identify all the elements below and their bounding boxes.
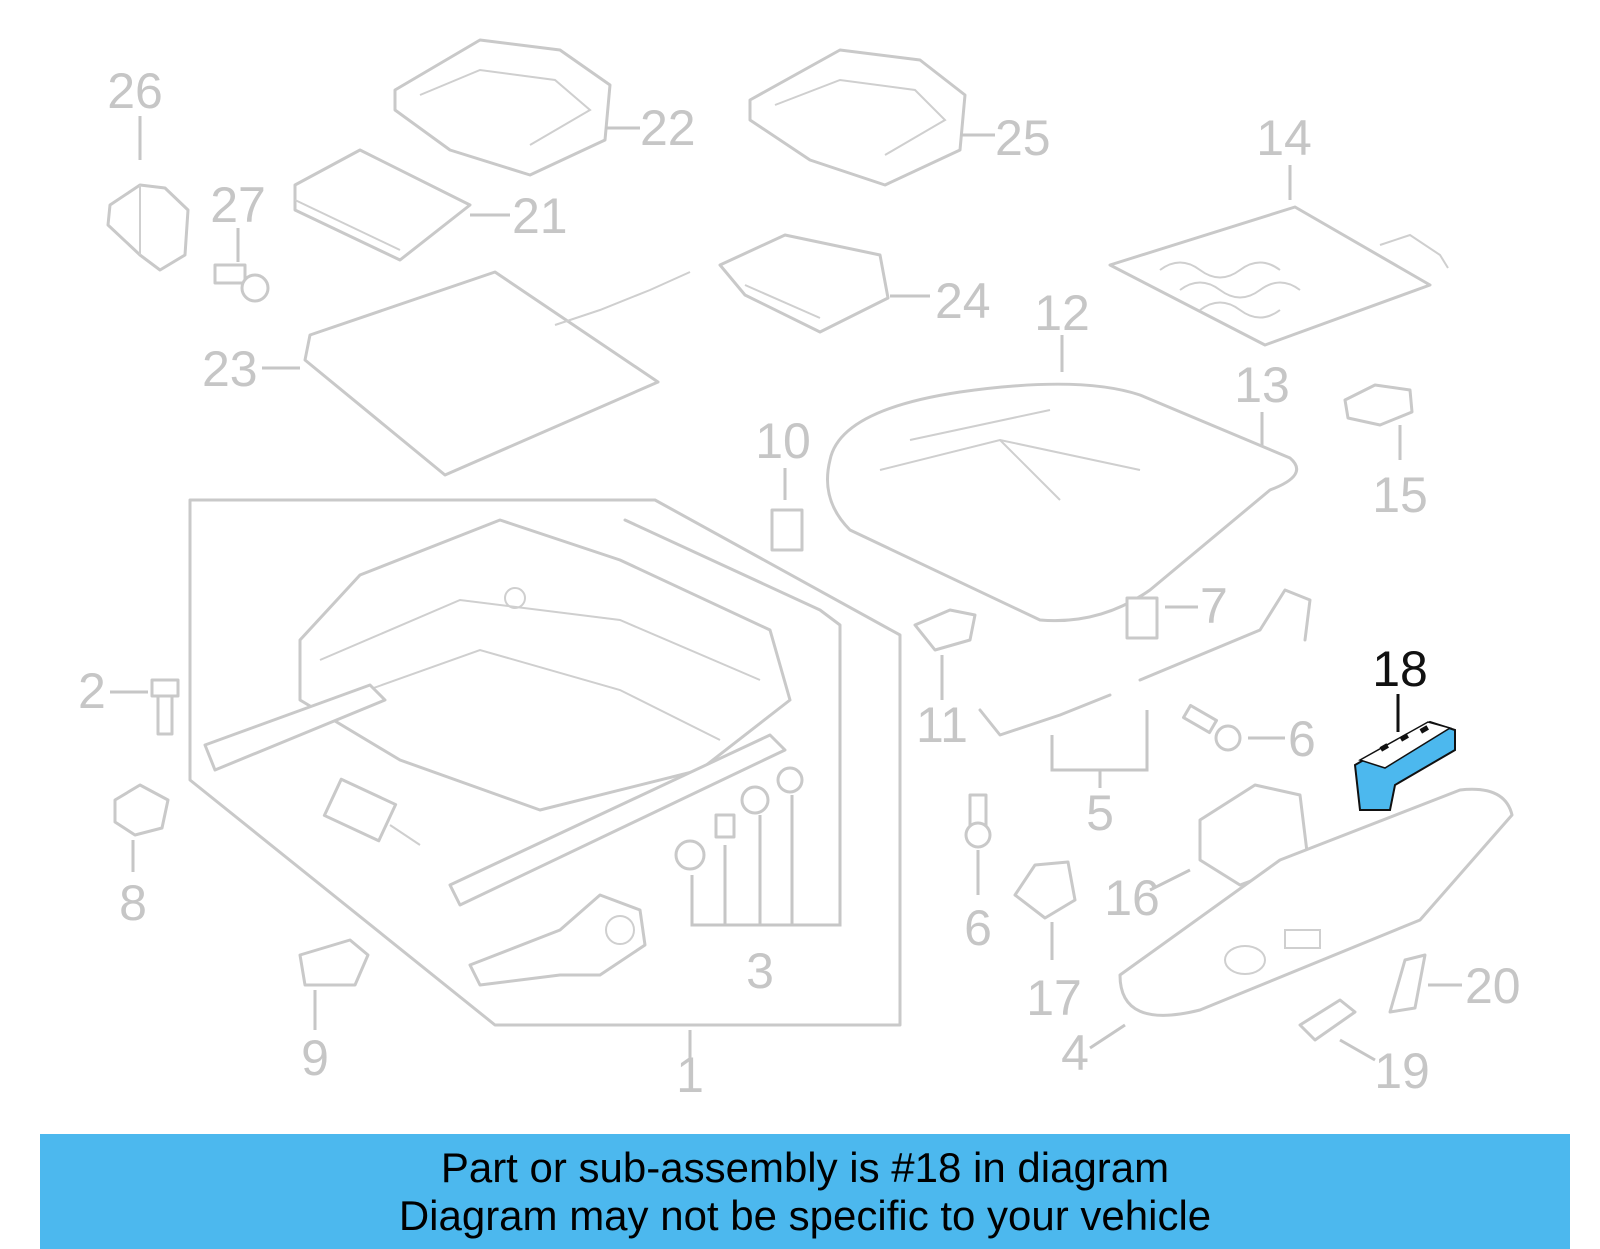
part-17-switch [1013,860,1077,960]
callout-1: 1 [676,1047,704,1103]
part-8-clip [113,783,170,872]
banner-part-reference: Part or sub-assembly is #18 in diagram [440,1144,1170,1191]
callout-6-right: 6 [1288,711,1316,767]
callout-5: 5 [1086,785,1114,841]
part-22-frame [393,38,640,177]
banner-disclaimer: Diagram may not be specific to your vehi… [398,1192,1212,1239]
callout-14: 14 [1256,110,1312,166]
part-9-cover [298,938,370,1030]
callout-9: 9 [301,1030,329,1086]
part-6-screw-lower [964,793,992,895]
part-6-screw-right [1182,703,1285,752]
callout-15: 15 [1372,467,1428,523]
callout-23: 23 [202,341,258,397]
callout-7: 7 [1200,578,1228,634]
part-1-seat-frame-assembly [188,498,902,1060]
callout-24: 24 [935,273,991,329]
callout-4: 4 [1061,1025,1089,1081]
part-11-cover [913,608,977,700]
part-5-rods [978,588,1312,788]
callout-2: 2 [78,663,106,719]
part-12-cushion [826,335,1299,623]
part-26-bracket [106,116,190,272]
callout-13: 13 [1234,357,1290,413]
part-15-connector [1343,383,1414,460]
callout-11: 11 [916,697,968,753]
callout-8: 8 [119,875,147,931]
part-24-module [718,233,930,334]
callout-18: 18 [1372,641,1428,697]
part-4-side-shield [1089,787,1514,1050]
callout-27: 27 [210,177,266,233]
callout-17: 17 [1026,970,1082,1026]
part-27-screw [213,228,270,303]
part-2-bolt [110,678,180,736]
info-banner: Part or sub-assembly is #18 in diagram D… [40,1134,1570,1249]
callout-6-lower: 6 [964,900,992,956]
callout-26: 26 [107,63,163,119]
callout-3: 3 [746,943,774,999]
part-10-clip [770,468,804,552]
callout-20: 20 [1465,958,1521,1014]
part-20-knob [1388,953,1462,1014]
callout-21: 21 [512,188,568,244]
part-14-heater [1108,165,1449,347]
part-21-module [293,148,510,262]
callout-25: 25 [995,110,1051,166]
callout-12: 12 [1034,285,1090,341]
part-25-frame [748,48,995,187]
part-19-knob [1298,998,1376,1062]
part-23-sensor-mat [262,270,691,477]
callout-19: 19 [1374,1043,1430,1099]
part-18-switch-highlighted [1353,694,1456,811]
callout-16: 16 [1104,870,1160,926]
callout-10: 10 [755,413,811,469]
part-7-clip [1125,596,1198,640]
callout-22: 22 [640,100,696,156]
